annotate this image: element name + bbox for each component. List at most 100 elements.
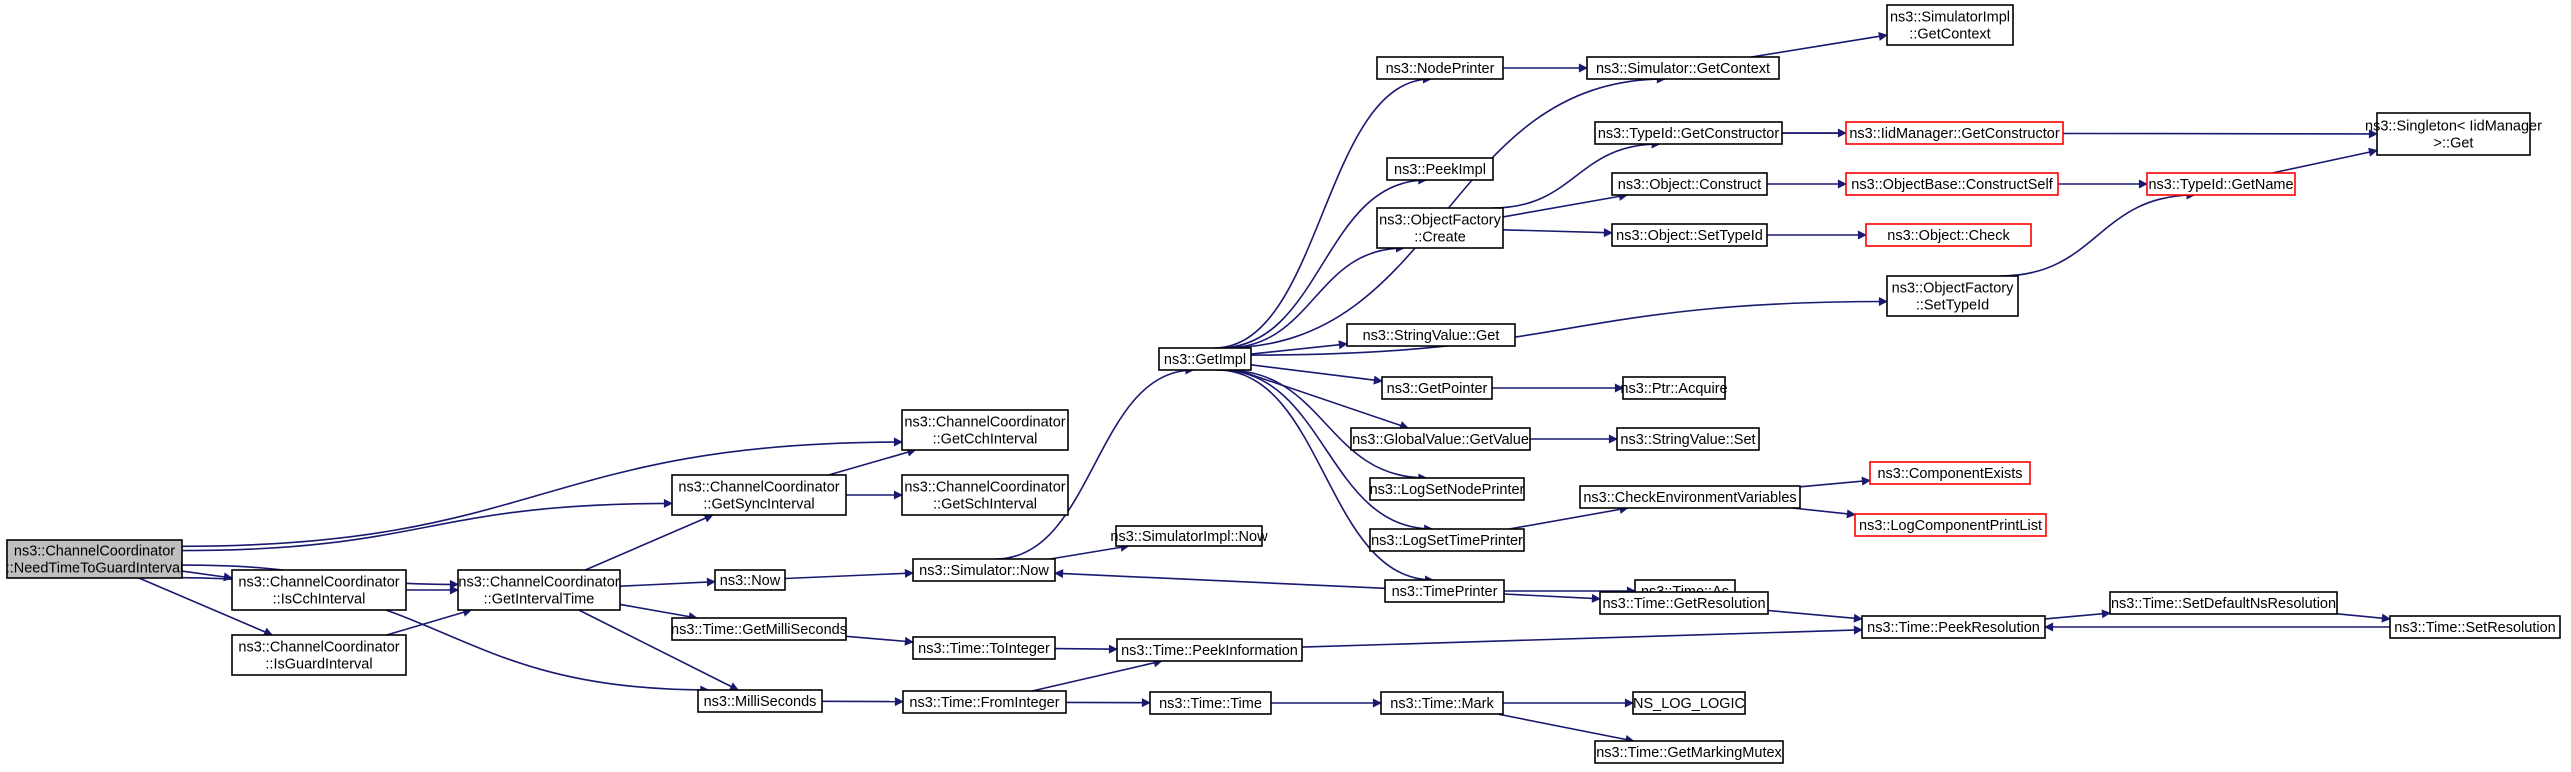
call-edge-root-to-getSync xyxy=(181,498,673,552)
graph-node-simNow[interactable]: ns3::Simulator::Now xyxy=(912,558,1056,582)
node-label-line: ns3::Time::PeekResolution xyxy=(1867,620,2040,636)
call-edge-getImpl-to-logSetTimePrinter xyxy=(1219,369,1434,534)
node-box xyxy=(901,409,1069,451)
call-edge-getImpl-to-logSetNodePrinter xyxy=(1225,369,1428,483)
graph-node-logSetTimePrinter[interactable]: ns3::LogSetTimePrinter xyxy=(1369,528,1525,552)
call-edge-getImpl-to-objFactSetTypeId xyxy=(1250,297,1888,356)
graph-node-checkEnv[interactable]: ns3::CheckEnvironmentVariables xyxy=(1579,485,1801,509)
call-edge-checkEnv-to-componentExists xyxy=(1799,476,1871,488)
graph-node-timeTime[interactable]: ns3::Time::Time xyxy=(1149,691,1272,715)
node-box xyxy=(1149,691,1272,715)
call-edge-timePrinter-to-getResolution xyxy=(1503,593,1601,603)
call-edge-getInterval-to-milli xyxy=(578,609,739,691)
graph-node-objCheck[interactable]: ns3::Object::Check xyxy=(1865,223,2032,247)
node-label-line: ::SetTypeId xyxy=(1916,298,1989,314)
graph-node-objSetTypeId[interactable]: ns3::Object::SetTypeId xyxy=(1611,223,1768,247)
graph-node-getMarkingMutex[interactable]: ns3::Time::GetMarkingMutex xyxy=(1594,740,1784,764)
graph-node-iidGetCtor[interactable]: ns3::IidManager::GetConstructor xyxy=(1845,121,2064,145)
graph-node-singletonGet[interactable]: ns3::Singleton< IidManager >::Get xyxy=(2365,112,2542,156)
node-label-line: ns3::Time::PeekInformation xyxy=(1121,643,1298,659)
node-label-line: ns3::Time::GetMilliSeconds xyxy=(671,622,847,638)
graph-node-root[interactable]: ns3::ChannelCoordinator::NeedTimeToGuard… xyxy=(6,539,184,579)
node-label-line: ns3::ComponentExists xyxy=(1877,466,2022,482)
node-label-line: ns3::ObjectFactory xyxy=(1892,281,2014,297)
node-box xyxy=(1381,376,1493,400)
call-edge-getInterval-to-getMilli xyxy=(619,603,698,622)
node-label-line: ns3::Simulator::Now xyxy=(919,563,1049,579)
graph-node-getImpl[interactable]: ns3::GetImpl xyxy=(1158,347,1252,371)
graph-node-typeIdGetCtor[interactable]: ns3::TypeId::GetConstructor xyxy=(1594,121,1783,145)
node-box xyxy=(1865,223,2032,247)
node-label-line: ns3::Singleton< IidManager xyxy=(2365,119,2542,135)
graph-node-strValGet[interactable]: ns3::StringValue::Get xyxy=(1346,323,1516,347)
call-edge-objFactCreate-to-typeIdGetCtor xyxy=(1492,139,1661,209)
graph-node-getSch[interactable]: ns3::ChannelCoordinator::GetSchInterval xyxy=(901,474,1069,516)
node-label-line: ::IsCchInterval xyxy=(273,592,366,608)
graph-node-objFactSetTypeId[interactable]: ns3::ObjectFactory::SetTypeId xyxy=(1886,275,2019,317)
node-box xyxy=(2389,615,2561,639)
graph-node-getInterval[interactable]: ns3::ChannelCoordinator::GetIntervalTime xyxy=(457,569,621,611)
graph-node-peekResolution[interactable]: ns3::Time::PeekResolution xyxy=(1861,615,2046,639)
call-edge-getInterval-to-now xyxy=(619,577,716,587)
graph-node-logSetNodePrinter[interactable]: ns3::LogSetNodePrinter xyxy=(1369,477,1525,501)
node-label-line: ns3::SimulatorImpl::Now xyxy=(1110,529,1268,545)
graph-node-getCch[interactable]: ns3::ChannelCoordinator::GetCchInterval xyxy=(901,409,1069,451)
graph-node-objBaseConstructSelf[interactable]: ns3::ObjectBase::ConstructSelf xyxy=(1845,172,2059,196)
graph-node-componentExists[interactable]: ns3::ComponentExists xyxy=(1869,461,2031,485)
graph-node-nsLogLogic[interactable]: NS_LOG_LOGIC xyxy=(1632,691,1746,715)
graph-node-peekImpl[interactable]: ns3::PeekImpl xyxy=(1386,157,1494,181)
graph-node-isCch[interactable]: ns3::ChannelCoordinator::IsCchInterval xyxy=(231,569,407,611)
graph-node-simImplGetContext[interactable]: ns3::SimulatorImpl::GetContext xyxy=(1886,4,2014,46)
graph-node-peekInfo[interactable]: ns3::Time::PeekInformation xyxy=(1116,638,1303,662)
call-edge-getImpl-to-objFactCreate xyxy=(1224,243,1405,349)
graph-node-toInteger[interactable]: ns3::Time::ToInteger xyxy=(912,636,1056,660)
node-box xyxy=(1369,528,1525,552)
graph-node-fromInteger[interactable]: ns3::Time::FromInteger xyxy=(902,690,1067,714)
graph-node-simImplNow[interactable]: ns3::SimulatorImpl::Now xyxy=(1110,525,1268,547)
node-label-line: ns3::ChannelCoordinator xyxy=(458,575,619,591)
node-box xyxy=(901,474,1069,516)
graph-node-getPointer[interactable]: ns3::GetPointer xyxy=(1381,376,1493,400)
graph-node-timePrinter[interactable]: ns3::TimePrinter xyxy=(1384,579,1505,603)
graph-node-setResolution[interactable]: ns3::Time::SetResolution xyxy=(2389,615,2561,639)
node-box xyxy=(1622,376,1726,400)
graph-node-getMilli[interactable]: ns3::Time::GetMilliSeconds xyxy=(671,617,847,641)
node-label-line: ::NeedTimeToGuardInterval xyxy=(6,561,184,577)
node-label-line: ns3::PeekImpl xyxy=(1394,162,1486,178)
node-label-line: ::GetContext xyxy=(1909,27,1990,43)
node-label-line: ns3::Time::Time xyxy=(1159,696,1262,712)
node-label-line: ns3::Time::GetResolution xyxy=(1602,596,1765,612)
graph-node-setDefaultNsRes[interactable]: ns3::Time::SetDefaultNsResolution xyxy=(2109,591,2338,615)
node-label-line: ns3::Time::Mark xyxy=(1390,696,1494,712)
node-label-line: ns3::LogSetNodePrinter xyxy=(1370,482,1525,498)
graph-node-ptrAcquire[interactable]: ns3::Ptr::Acquire xyxy=(1620,376,1728,400)
graph-node-timeMark[interactable]: ns3::Time::Mark xyxy=(1380,691,1504,715)
node-box xyxy=(912,558,1056,582)
node-label-line: ns3::TimePrinter xyxy=(1392,584,1498,600)
graph-node-isGuard[interactable]: ns3::ChannelCoordinator::IsGuardInterval xyxy=(231,634,407,676)
node-box xyxy=(1886,4,2014,46)
node-box xyxy=(1376,207,1504,249)
node-label-line: ns3::LogComponentPrintList xyxy=(1859,518,2042,534)
node-label-line: ns3::GetImpl xyxy=(1164,352,1246,368)
graph-node-objFactCreate[interactable]: ns3::ObjectFactory::Create xyxy=(1376,207,1504,249)
graph-node-now[interactable]: ns3::Now xyxy=(714,569,786,591)
graph-node-objConstruct[interactable]: ns3::Object::Construct xyxy=(1611,172,1768,196)
graph-node-getResolution[interactable]: ns3::Time::GetResolution xyxy=(1599,591,1769,615)
graph-node-logCompPrintList[interactable]: ns3::LogComponentPrintList xyxy=(1854,513,2047,537)
node-box xyxy=(902,690,1067,714)
graph-node-globalGetValue[interactable]: ns3::GlobalValue::GetValue xyxy=(1350,427,1531,451)
node-box xyxy=(1594,121,1783,145)
call-edge-objFactSetTypeId-to-typeIdGetName xyxy=(2000,190,2196,277)
graph-node-typeIdGetName[interactable]: ns3::TypeId::GetName xyxy=(2146,172,2296,196)
graph-node-milli[interactable]: ns3::MilliSeconds xyxy=(697,689,823,713)
node-label-line: ns3::Time::GetMarkingMutex xyxy=(1596,745,1782,761)
graph-node-simGetContext[interactable]: ns3::Simulator::GetContext xyxy=(1586,56,1780,80)
node-box xyxy=(1632,691,1746,715)
graph-node-getSync[interactable]: ns3::ChannelCoordinator::GetSyncInterval xyxy=(671,474,847,516)
graph-node-strValSet[interactable]: ns3::StringValue::Set xyxy=(1616,427,1760,451)
call-edge-root-to-isCch xyxy=(181,570,233,582)
graph-node-nodePrinter[interactable]: ns3::NodePrinter xyxy=(1376,56,1504,80)
call-edge-getImpl-to-nodePrinter xyxy=(1213,74,1432,349)
node-box xyxy=(912,636,1056,660)
